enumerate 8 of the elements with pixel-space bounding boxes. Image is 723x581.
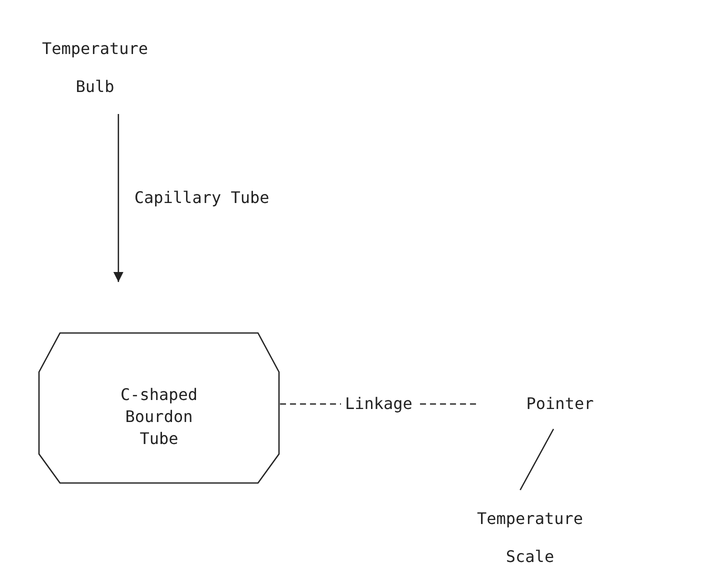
connector-line [520, 428, 554, 490]
node-label: Temperature Scale [476, 508, 584, 568]
node-label: Pointer [525, 393, 595, 415]
node-label: C-shaped Bourdon Tube [119, 384, 199, 450]
edge-label: Linkage [341, 394, 416, 414]
bourdon-tube-outline [38, 332, 280, 484]
node-label: Temperature Bulb [41, 38, 149, 98]
connector-line [113, 114, 124, 282]
